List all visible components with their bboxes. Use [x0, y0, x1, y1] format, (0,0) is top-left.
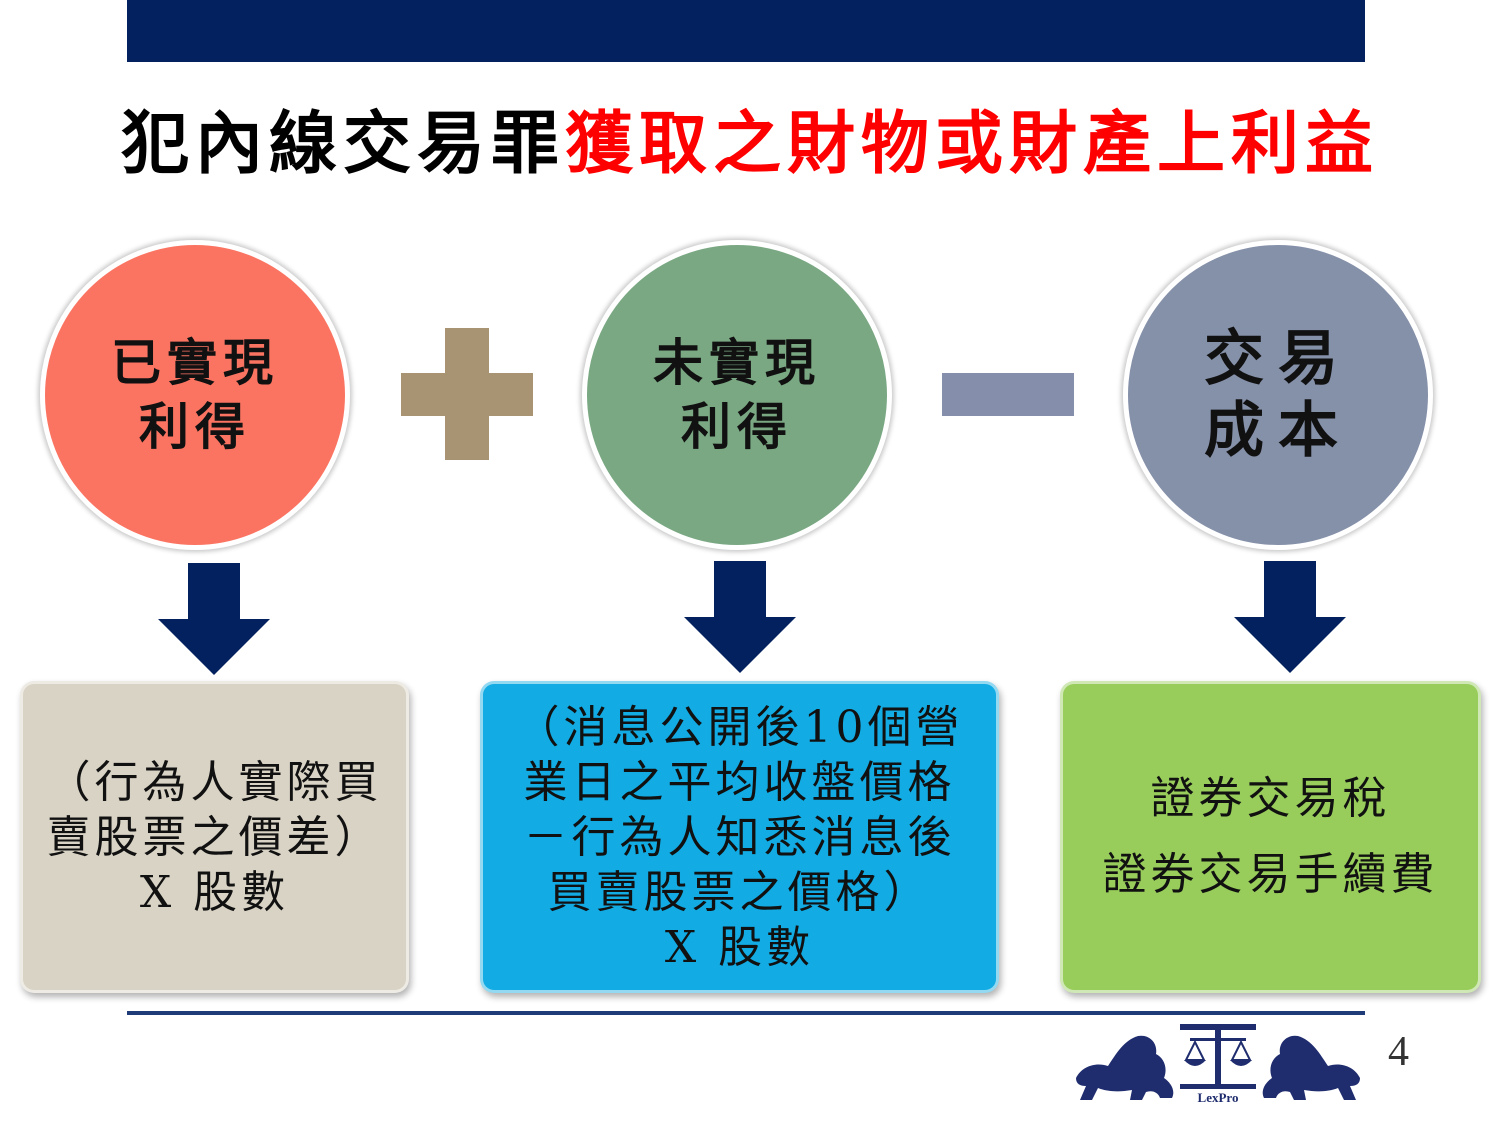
unrealized-formula-line-3: －行為人知悉消息後 — [523, 811, 956, 863]
unrealized-gain-line-2: 利得 — [681, 398, 793, 456]
unrealized-formula-line-2: 業日之平均收盤價格 — [523, 756, 956, 808]
realized-formula-line-3: X 股數 — [139, 866, 290, 918]
unrealized-gain-line-1: 未實現 — [653, 334, 821, 392]
slide-title: 犯內線交易罪獲取之財物或財產上利益 — [0, 88, 1500, 187]
cost-item-fee: 證券交易手續費 — [1102, 849, 1439, 900]
realized-formula-line-2: 賣股票之價差） — [46, 811, 383, 863]
down-arrow-icon — [1234, 561, 1346, 673]
minus-icon — [942, 373, 1074, 416]
unrealized-formula-line-5: X 股數 — [664, 921, 815, 973]
unrealized-gain-circle: 未實現 利得 — [582, 240, 892, 550]
header-bar — [127, 0, 1365, 62]
realized-gain-circle: 已實現 利得 — [40, 240, 350, 550]
transaction-cost-line-1: 交易 — [1204, 324, 1352, 394]
logo-text: LexPro — [1198, 1090, 1239, 1105]
down-arrow-icon — [684, 561, 796, 673]
transaction-cost-line-2: 成本 — [1204, 396, 1352, 466]
realized-formula-line-1: （行為人實際買 — [46, 756, 383, 808]
unrealized-formula-line-1: （消息公開後10個營 — [515, 701, 964, 753]
unrealized-gain-formula-box: （消息公開後10個營 業日之平均收盤價格 －行為人知悉消息後 買賣股票之價格） … — [480, 681, 999, 993]
lexpro-logo: LexPro — [1076, 1024, 1360, 1105]
plus-icon-horizontal — [401, 373, 533, 416]
title-red: 獲取之財物或財產上利益 — [565, 105, 1380, 184]
page-number: 4 — [1388, 1029, 1409, 1075]
transaction-cost-circle: 交易 成本 — [1123, 240, 1433, 550]
transaction-cost-items-box: 證券交易稅 證券交易手續費 — [1060, 681, 1481, 993]
realized-gain-line-2: 利得 — [139, 398, 251, 456]
title-black: 犯內線交易罪 — [120, 105, 565, 184]
realized-gain-formula-box: （行為人實際買 賣股票之價差） X 股數 — [20, 681, 409, 993]
down-arrow-icon — [158, 563, 270, 675]
unrealized-formula-line-4: 買賣股票之價格） — [547, 866, 932, 918]
footer-divider — [127, 1011, 1365, 1015]
cost-item-tax: 證券交易稅 — [1150, 773, 1391, 824]
realized-gain-line-1: 已實現 — [111, 334, 279, 392]
